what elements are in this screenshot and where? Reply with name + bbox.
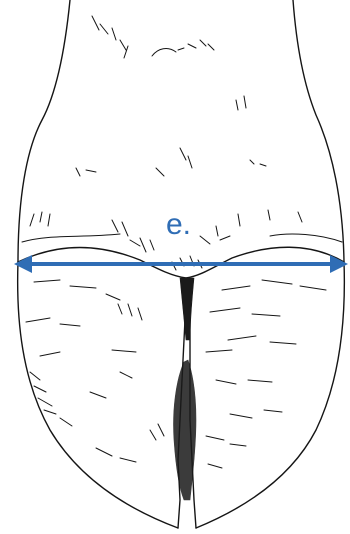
arrow-left-icon: [14, 255, 32, 273]
arrow-right-icon: [330, 255, 348, 273]
central-cleft-shading: [172, 256, 202, 500]
measurement-label: e.: [166, 208, 191, 241]
measurement-indicator: e.: [14, 208, 348, 273]
